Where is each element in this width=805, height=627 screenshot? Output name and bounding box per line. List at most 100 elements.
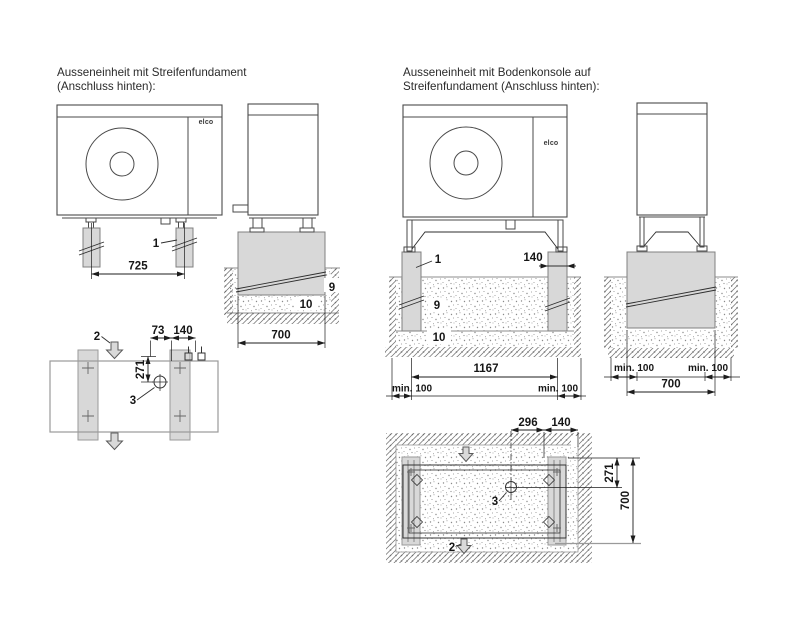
callout-label-3: 3 <box>492 496 498 508</box>
condensate-drain <box>505 431 622 500</box>
unit-outline-side <box>247 103 319 216</box>
left-figure-title-line2: (Anschluss hinten): <box>57 80 156 93</box>
floor-console <box>403 219 568 253</box>
unit-footprint <box>49 360 219 433</box>
fan-circle <box>85 127 159 201</box>
callout-label-3: 3 <box>130 395 136 407</box>
drain-slope-line <box>235 271 327 290</box>
callout-label-10: 10 <box>433 332 446 344</box>
dim-700: 700 <box>237 296 326 348</box>
dim-140: 140 <box>523 252 576 269</box>
dim-73-140: 73 140 <box>150 325 196 361</box>
strip-foundation-plan-right <box>169 349 191 441</box>
dim-label-min100-left: min. 100 <box>614 363 654 374</box>
dim-label-min100-right: min. 100 <box>538 384 578 395</box>
soil-hatch-left <box>224 268 233 315</box>
break-lines <box>398 295 571 312</box>
dim-271: 271 <box>135 356 156 383</box>
right-figure: Ausseneinheit mit Bodenkonsole auf Strei… <box>385 66 740 563</box>
right-side-view: min. 100 min. 100 700 <box>604 102 740 396</box>
dim-label-700: 700 <box>661 379 680 391</box>
concrete-foundation-block <box>237 231 326 296</box>
left-side-view: 9 10 700 <box>224 103 340 348</box>
callout-label-2: 2 <box>449 542 455 554</box>
unit-outline-side <box>636 102 708 216</box>
strip-foundation-right <box>547 251 568 332</box>
callout-label-10: 10 <box>300 299 313 311</box>
soil-hatch-left <box>604 277 611 348</box>
dim-label-296: 296 <box>518 417 537 429</box>
soil-hatch-bottom <box>385 347 581 357</box>
condensate-stub <box>160 217 171 225</box>
strip-foundation-plan-left <box>77 349 99 441</box>
corner-brackets <box>410 473 556 529</box>
dim-label-1167: 1167 <box>474 363 499 375</box>
dim-label-min100-left: min. 100 <box>392 384 432 395</box>
rear-connections <box>184 346 206 361</box>
dim-271-700: 271 700 <box>555 457 641 545</box>
airflow-arrow-icon <box>105 341 124 360</box>
dim-label-min100-right: min. 100 <box>688 363 728 374</box>
callout-label-9: 9 <box>434 300 440 312</box>
callout-label-9: 9 <box>329 282 335 294</box>
dim-min-100: min. 100 min. 100 <box>386 358 586 400</box>
left-front-view: elco 725 1 <box>56 104 223 279</box>
left-figure: Ausseneinheit mit Streifenfundament (Ans… <box>49 66 340 451</box>
console-frame-inner <box>408 469 561 534</box>
airflow-arrow-icon <box>105 432 124 451</box>
soil-hatch-right <box>731 277 738 348</box>
airflow-arrow-icon <box>457 446 475 463</box>
condensate-drain <box>152 374 168 391</box>
anchor-cross-marks <box>82 362 186 422</box>
right-top-view: 2 3 296 140 271 <box>386 417 641 563</box>
callout-label-1: 1 <box>153 238 160 250</box>
dim-label-271: 271 <box>135 359 147 379</box>
soil-hatch-left <box>389 277 396 347</box>
left-top-view: 2 73 140 271 3 <box>49 325 219 451</box>
right-figure-title-line2: Streifenfundament (Anschluss hinten): <box>403 80 600 93</box>
left-figure-title-line1: Ausseneinheit mit Streifenfundament <box>57 66 247 79</box>
unit-base <box>62 217 217 229</box>
dim-label-725: 725 <box>128 261 148 273</box>
strip-foundation-plan-left <box>401 456 421 546</box>
dim-label-700: 700 <box>271 330 290 342</box>
dim-label-140: 140 <box>523 252 542 264</box>
unit-outline <box>56 104 223 216</box>
drain-slope-line <box>625 286 717 305</box>
callout-1: 1 <box>153 238 178 250</box>
unit-feet <box>249 217 316 233</box>
soil-hatch-right <box>574 277 581 347</box>
soil-hatch-bottom <box>227 313 339 324</box>
soil-hatch-bottom <box>608 348 734 358</box>
console-frame-outer <box>402 464 567 539</box>
dim-700: 700 <box>626 330 716 396</box>
dim-label-700: 700 <box>620 491 632 510</box>
callout-1: 1 <box>415 254 442 268</box>
dim-296-140: 296 140 <box>510 417 579 458</box>
anchor-cross-marks <box>407 468 561 532</box>
fan-hub-circle <box>109 151 135 177</box>
fan-hub-circle <box>453 150 479 176</box>
brand-logo: elco <box>199 119 214 126</box>
condensate-stub <box>505 219 516 230</box>
callout-label-1: 1 <box>435 254 442 266</box>
console-rails <box>407 460 561 542</box>
rear-connection-pipe <box>232 204 249 213</box>
floor-console <box>636 216 708 252</box>
fan-circle <box>429 126 503 200</box>
callout-label-2: 2 <box>94 331 100 343</box>
right-front-view: elco 1 140 9 10 <box>385 104 586 400</box>
right-figure-title-line1: Ausseneinheit mit Bodenkonsole auf <box>403 66 591 79</box>
dim-label-73: 73 <box>152 325 165 337</box>
unit-outline <box>402 104 568 218</box>
dim-label-140: 140 <box>173 325 192 337</box>
dim-label-140: 140 <box>551 417 570 429</box>
dim-725: 725 <box>91 223 185 279</box>
brand-logo: elco <box>544 140 559 147</box>
dim-1167: 1167 <box>411 358 558 400</box>
airflow-arrow-icon <box>455 538 473 555</box>
strip-foundation-left <box>401 251 422 332</box>
dim-label-271: 271 <box>604 463 616 483</box>
